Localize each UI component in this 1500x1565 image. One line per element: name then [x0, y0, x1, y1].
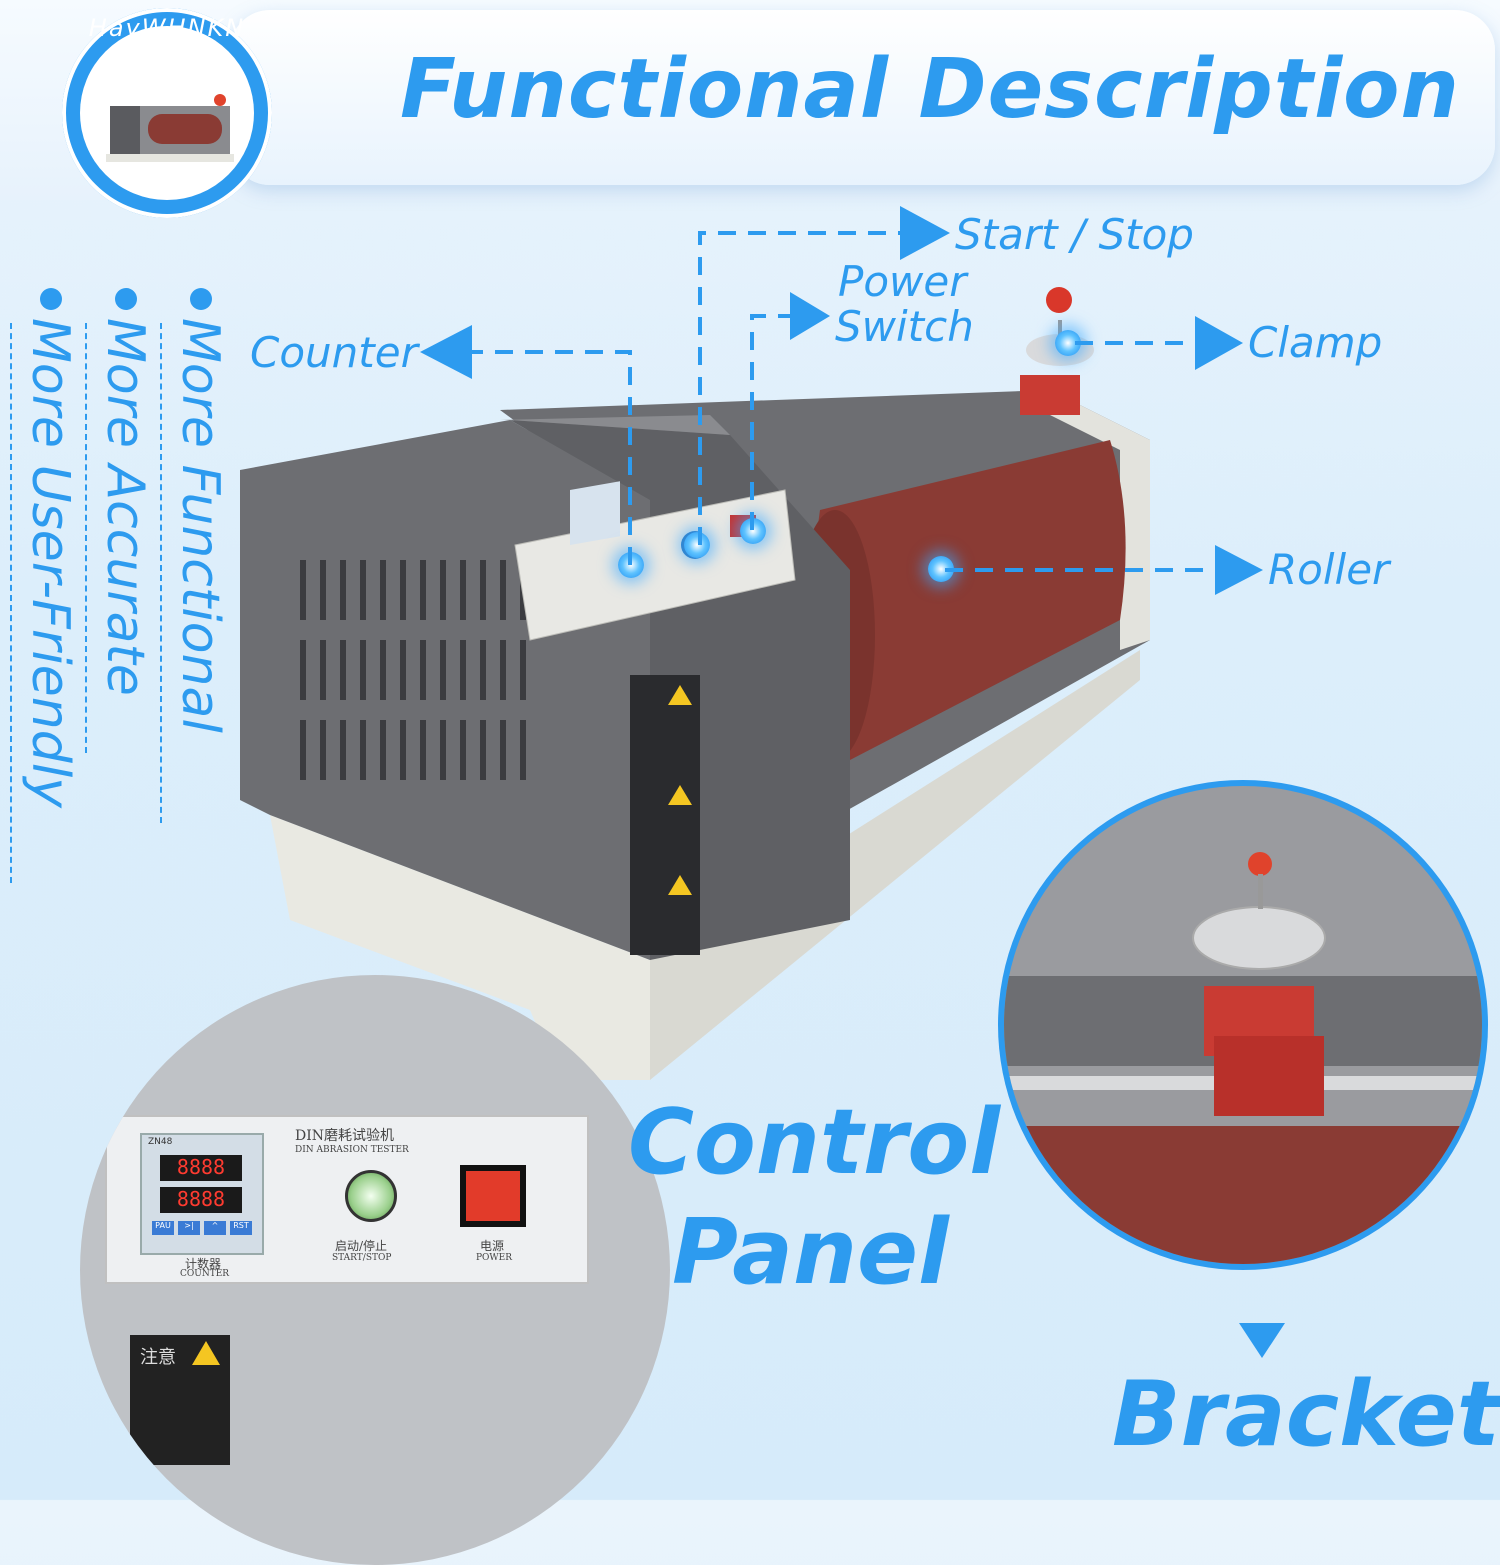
feature-rule [10, 323, 12, 883]
logo-machine-image [80, 26, 254, 200]
bracket-knob [1192, 906, 1326, 970]
page-title: Functional Description [400, 42, 1460, 137]
control-panel-heading-line1: Control [628, 1090, 1001, 1195]
bracket-red-clamp [1214, 1036, 1324, 1116]
clamp-ball-knob [1046, 287, 1072, 313]
zoom-counter-key-rst[interactable]: RST [230, 1221, 252, 1235]
zoom-start-label-en: START/STOP [332, 1253, 392, 1263]
warning-label-3 [630, 865, 700, 955]
zoom-counter-label-cn: 计数器 [185, 1257, 222, 1271]
zoom-power-label-cn: 电源 [480, 1239, 505, 1253]
counter-label: Counter [250, 328, 418, 377]
counter-display [570, 481, 620, 546]
zoom-counter-label-en: COUNTER [180, 1269, 230, 1279]
bracket-knob-ball [1248, 852, 1272, 876]
zoom-power-label-en: POWER [476, 1253, 513, 1263]
feature-rule [85, 323, 87, 753]
power-switch-line [750, 314, 795, 530]
logo-text: HayWHNKN [88, 14, 246, 42]
warning-icon [192, 1341, 220, 1365]
power-switch-arrow [790, 292, 830, 340]
zoom-counter-display-top: 8888 [160, 1155, 242, 1181]
counter-arrow [420, 325, 472, 379]
machine-thumbnail-icon [106, 94, 234, 162]
warning-label-1 [630, 675, 700, 775]
feature-bullet [115, 288, 137, 310]
feature-bullet [40, 288, 62, 310]
clamp-block [1020, 375, 1080, 415]
roller [814, 440, 1126, 760]
feature-rule [160, 323, 162, 823]
zoom-counter-key-pau[interactable]: PAU [152, 1221, 174, 1235]
bracket-arrow [1239, 1323, 1285, 1358]
roller-arrow [1215, 545, 1263, 595]
feature-bullet [190, 288, 212, 310]
bracket-heading: Bracket [1112, 1362, 1500, 1467]
start-stop-label: Start / Stop [955, 210, 1194, 259]
machine-illustration [240, 320, 1150, 1080]
bracket-zoom [998, 780, 1488, 1270]
bracket-knob-stem [1258, 874, 1263, 909]
zoom-counter-key-up[interactable]: ^ [204, 1221, 226, 1235]
counter-line [470, 350, 632, 565]
zoom-power-switch[interactable] [460, 1165, 526, 1227]
control-box-top [500, 415, 730, 435]
bracket-roller [1004, 1126, 1482, 1264]
zoom-warning-text: 注意 [140, 1347, 176, 1368]
warning-label-2 [630, 775, 700, 865]
vent-grille [300, 560, 526, 780]
clamp-label: Clamp [1248, 318, 1383, 367]
start-stop-arrow [900, 206, 950, 260]
zoom-counter-model: ZN48 [148, 1137, 173, 1147]
power-switch-label-line1: Power [838, 257, 967, 306]
brand-logo: HayWHNKN [62, 8, 272, 218]
bracket-zoom-image [1004, 786, 1482, 1264]
control-panel-plate [514, 489, 796, 641]
zoom-start-label-cn: 启动/停止 [335, 1239, 388, 1253]
header-pill [230, 10, 1495, 185]
start-stop-hotspot [684, 532, 710, 558]
clamp-arrow [1195, 316, 1243, 370]
zoom-counter-unit: ZN48 8888 8888 PAU >| ^ RST [140, 1133, 264, 1255]
start-stop-line [698, 231, 905, 545]
zoom-start-stop-button[interactable] [345, 1170, 397, 1222]
roller-label: Roller [1268, 545, 1390, 594]
machine-base-side [650, 650, 1140, 1080]
zoom-power-switch-rocker[interactable] [466, 1171, 520, 1221]
zoom-warning-label: 注意 [130, 1335, 230, 1465]
zoom-counter-display-bottom: 8888 [160, 1187, 242, 1213]
zoom-counter-key-shift[interactable]: >| [178, 1221, 200, 1235]
zoom-machine-name-cn: DIN磨耗试验机 [295, 1128, 395, 1144]
machine-base-front [270, 815, 650, 1080]
zoom-machine-name-en: DIN ABRASION TESTER [295, 1145, 409, 1155]
control-panel-zoom: DIN磨耗试验机 DIN ABRASION TESTER ZN48 8888 8… [80, 975, 670, 1565]
power-switch-label-line2: Switch [835, 302, 974, 351]
control-panel-heading-line2: Panel [672, 1200, 949, 1305]
